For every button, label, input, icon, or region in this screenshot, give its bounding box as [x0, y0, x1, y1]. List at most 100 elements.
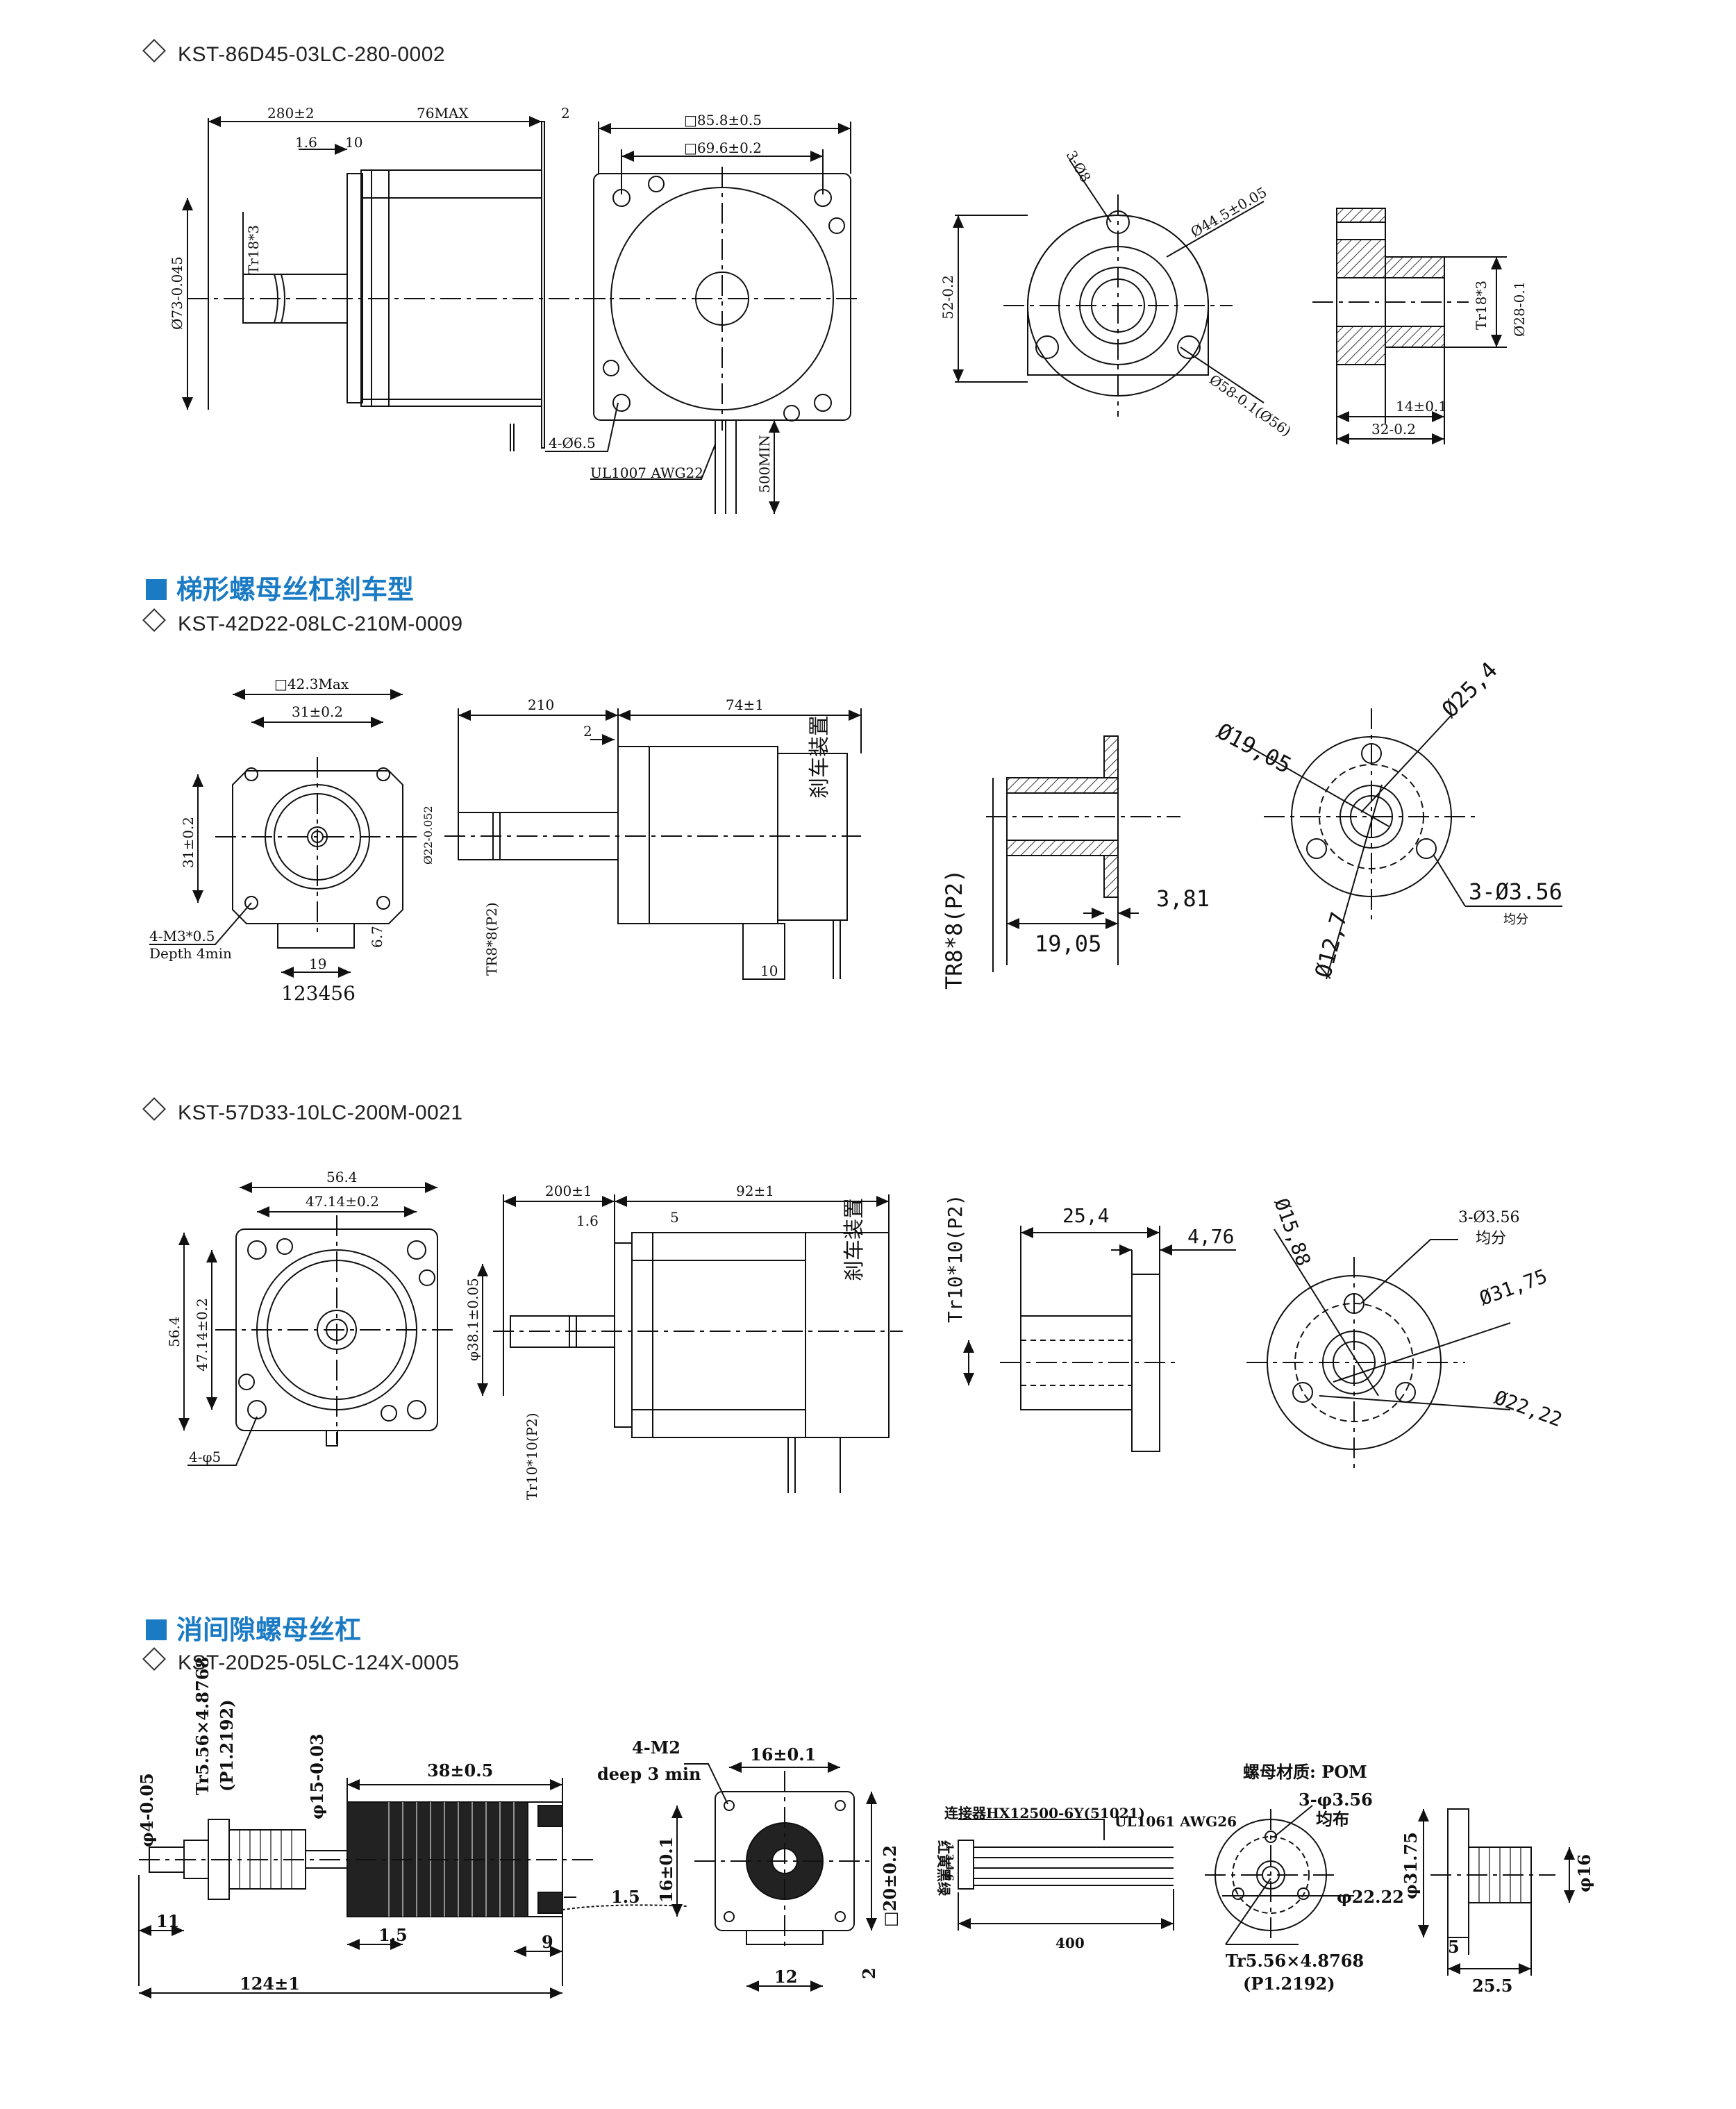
- dim-19: 19: [309, 956, 326, 972]
- front-view-20-labels: 4-M2 deep 3 min 16±0.1 16±0.1 □20±0.2 12…: [597, 1737, 900, 1987]
- side-view-42-labels: 210 74±1 2 Ø22-0.052 TR8*8(P2) 刹车装置 10: [422, 697, 832, 979]
- thread-tr5-56: Tr5.56×4.8768: [192, 1657, 212, 1795]
- dim-47-14-v: 47.14±0.2: [194, 1298, 210, 1372]
- side-view-20: [138, 1778, 688, 1999]
- evenly-label: 均布: [1316, 1809, 1349, 1829]
- model-text: KST-20D25-05LC-124X-0005: [178, 1651, 460, 1674]
- dim-210: 210: [528, 697, 554, 713]
- dim-dia31-75: Ø31,75: [1476, 1265, 1550, 1310]
- dim-500min: 500MIN: [756, 435, 773, 493]
- dim-31-h: 31±0.2: [292, 703, 343, 720]
- dim-dia73: Ø73-0.045: [169, 256, 185, 330]
- thread-tr8: TR8*8(P2): [483, 902, 500, 976]
- nut-front-42-labels: Ø19,05 Ø25,4 3-Ø3.56 均分 Ø12,7: [1212, 657, 1562, 981]
- dim-3-81: 3,81: [1156, 885, 1210, 912]
- model-text: KST-86D45-03LC-280-0002: [178, 43, 446, 66]
- nut-side-20: [1418, 1808, 1575, 1976]
- dim-31-v: 31±0.2: [180, 817, 197, 868]
- dim-12: 12: [774, 1967, 797, 1987]
- nut-side-57: [963, 1226, 1236, 1452]
- dim-dia19-05: Ø19,05: [1212, 718, 1296, 779]
- dim-3-holes: 3-Ø3.56: [1458, 1209, 1519, 1226]
- dim-dia4: φ4-0.05: [137, 1773, 157, 1847]
- model-text: KST-42D22-08LC-210M-0009: [178, 612, 463, 635]
- drawing-86d45: 280±2 76MAX 2 1.6 10 Tr18*3 Ø73-0.045: [169, 105, 1528, 514]
- model-label-1: KST-86D45-03LC-280-0002: [142, 39, 446, 67]
- thread-tr18: Tr18*3: [245, 225, 262, 274]
- dim-4-m2: 4-M2: [632, 1737, 681, 1758]
- wire-harness-20-labels: 连接器HX12500-6Y(51021) UL1061 AWG26 400 红黄…: [935, 1805, 1237, 1951]
- dim-3-holes: 3-φ3.56: [1299, 1790, 1373, 1810]
- dim-1-5-b: 1.5: [611, 1887, 640, 1907]
- dim-3-holes: 3-Ø8: [1063, 148, 1094, 185]
- dim-dia25-4: Ø25,4: [1437, 657, 1503, 723]
- nut-side-86: [1312, 208, 1507, 444]
- dim-25-5: 25.5: [1472, 1976, 1512, 1996]
- pitch-p1-2192-nut: (P1.2192): [1243, 1974, 1335, 1994]
- dim-5: 5: [1448, 1937, 1460, 1957]
- pin-numbers: 123456: [281, 982, 356, 1005]
- dim-25-4: 25,4: [1062, 1204, 1109, 1227]
- side-view-20-labels: Tr5.56×4.8768 (P1.2192) φ4-0.05 φ15-0.03…: [137, 1657, 640, 1994]
- nut-side-57-labels: Tr10*10(P2) 25,4 4,76: [944, 1194, 1234, 1323]
- thread-tr5-56-nut: Tr5.56×4.8768: [1226, 1951, 1364, 1971]
- dim-1-6: 1.6: [576, 1212, 599, 1229]
- dim-dia16: φ16: [1574, 1854, 1594, 1892]
- dim-4-holes: 4-φ5: [189, 1449, 221, 1465]
- thread-tr10: Tr10*10(P2): [524, 1412, 540, 1500]
- nut-side-86-labels: Tr18*3 Ø28-0.1 14±0.1 32-0.2: [1371, 281, 1528, 437]
- nut-side-42: [986, 735, 1180, 972]
- dim-47-14-h: 47.14±0.2: [306, 1193, 379, 1210]
- dim-56-4-v: 56.4: [166, 1316, 183, 1347]
- dim-32: 32-0.2: [1371, 421, 1416, 437]
- pitch-p1-2192: (P1.2192): [217, 1699, 237, 1792]
- drawing-57d33: 56.4 47.14±0.2 56.4 47.14±0.2 4-φ5 200±1: [166, 1169, 1565, 1500]
- front-view-42: [149, 689, 417, 978]
- dim-depth: Depth 4min: [149, 945, 232, 962]
- nut-front-86: [953, 159, 1265, 417]
- wire-pins: 1 3 4 6: [944, 1844, 955, 1881]
- dim-76max: 76MAX: [417, 105, 469, 122]
- front-view-86: [545, 122, 861, 514]
- dim-2: 2: [561, 105, 570, 122]
- dim-dia22-22: φ22.22: [1337, 1887, 1404, 1907]
- side-view-86-labels: 280±2 76MAX 2 1.6 10 Tr18*3 Ø73-0.045: [169, 105, 570, 330]
- nut-front-57: [1246, 1228, 1511, 1472]
- side-view-42: [444, 708, 862, 980]
- front-view-42-labels: □42.3Max 31±0.2 31±0.2 4-M3*0.5 Depth 4m…: [149, 676, 385, 1005]
- dim-5: 5: [670, 1209, 679, 1226]
- connector-spec: 连接器HX12500-6Y(51021): [944, 1805, 1145, 1822]
- side-view-86: [182, 116, 611, 451]
- nut-front-42: [1242, 708, 1562, 980]
- square-bullet-icon: [146, 579, 167, 600]
- dim-16-v: 16±0.1: [656, 1837, 676, 1903]
- nut-side-42-labels: TR8*8(P2) 3,81 19,05: [941, 869, 1210, 990]
- dim-4-76: 4,76: [1187, 1225, 1234, 1248]
- evenly-label: 均分: [1503, 912, 1528, 927]
- dim-9: 9: [542, 1932, 553, 1952]
- dim-400: 400: [1055, 1935, 1085, 1951]
- dim-dia58: Ø58-0.1(Ø56): [1206, 371, 1294, 440]
- dim-dia22-22: Ø22,22: [1492, 1386, 1565, 1432]
- brake-label: 刹车装置: [842, 1198, 867, 1281]
- model-label-2: KST-42D22-08LC-210M-0009: [142, 608, 463, 636]
- dim-1-5: 1.5: [378, 1925, 408, 1945]
- dim-dia15: φ15-0.03: [307, 1733, 327, 1819]
- dim-74: 74±1: [726, 697, 764, 713]
- model-label-4: KST-20D25-05LC-124X-0005: [142, 1647, 460, 1675]
- front-view-57-labels: 56.4 47.14±0.2 56.4 47.14±0.2 4-φ5: [166, 1169, 379, 1465]
- dim-52: 52-0.2: [940, 275, 956, 319]
- dim-sq69-6: □69.6±0.2: [684, 140, 762, 156]
- dim-sq42-3: □42.3Max: [274, 676, 349, 692]
- dim-10: 10: [760, 962, 778, 979]
- dim-dia31-75: φ31.75: [1401, 1832, 1421, 1899]
- nut-front-20: [1205, 1805, 1354, 1945]
- dim-56-4-h: 56.4: [326, 1169, 358, 1185]
- section-title-anti-backlash: 消间隙螺母丝杠: [146, 1608, 361, 1647]
- nut-front-57-labels: Ø15,88 3-Ø3.56 均分 Ø31,75 Ø22,22: [1269, 1195, 1565, 1431]
- dim-dia38-1: φ38.1±0.05: [465, 1278, 481, 1361]
- dim-124: 124±1: [240, 1974, 300, 1994]
- dim-14: 14±0.1: [1396, 398, 1447, 415]
- dim-38: 38±0.5: [427, 1760, 493, 1781]
